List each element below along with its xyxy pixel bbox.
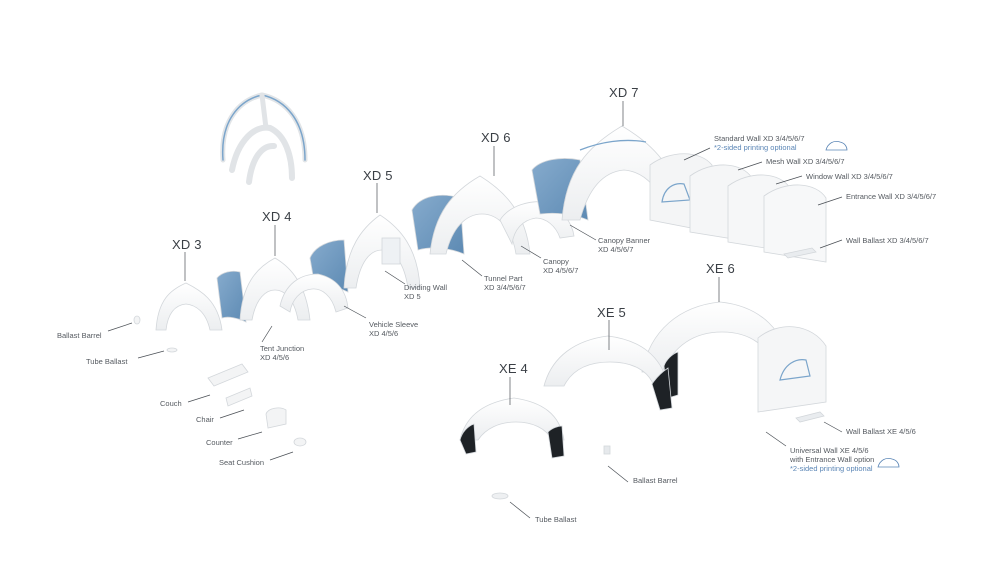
canopy-banner-models: XD 4/5/6/7 <box>598 245 634 254</box>
standard-wall-name: Standard Wall XD 3/4/5/6/7 <box>714 134 805 143</box>
label-dividing-wall: Dividing Wall XD 5 <box>404 283 447 301</box>
label-ballast-barrel-xe: Ballast Barrel <box>633 476 678 485</box>
printing-icon <box>825 141 900 468</box>
model-label-xd5: XD 5 <box>363 168 393 183</box>
label-ballast-barrel-left: Ballast Barrel <box>57 331 102 340</box>
furniture-group <box>133 315 307 447</box>
canopy-name: Canopy <box>543 257 569 266</box>
label-chair: Chair <box>196 415 214 424</box>
vehicle-sleeve-name: Vehicle Sleeve <box>369 320 419 329</box>
label-tube-ballast-left: Tube Ballast <box>86 357 128 366</box>
tunnel-part-name: Tunnel Part <box>484 274 523 283</box>
label-canopy: Canopy XD 4/5/6/7 <box>543 257 578 275</box>
label-vehicle-sleeve: Vehicle Sleeve XD 4/5/6 <box>369 320 418 338</box>
label-wall-ballast-xe: Wall Ballast XE 4/5/6 <box>846 427 916 436</box>
label-window-wall: Window Wall XD 3/4/5/6/7 <box>806 172 893 181</box>
dividing-wall-models: XD 5 <box>404 292 421 301</box>
leader-lines <box>107 101 843 519</box>
label-tent-junction: Tent Junction XD 4/5/6 <box>260 344 304 362</box>
label-wall-ballast-xd: Wall Ballast XD 3/4/5/6/7 <box>846 236 929 245</box>
vehicle-sleeve-models: XD 4/5/6 <box>369 329 399 338</box>
xd-tent-row <box>155 125 827 331</box>
frame-structure <box>220 92 308 185</box>
tunnel-part-models: XD 3/4/5/6/7 <box>484 283 526 292</box>
model-label-xd4: XD 4 <box>262 209 292 224</box>
universal-wall-note: *2-sided printing optional <box>790 464 873 473</box>
label-tube-ballast-xe: Tube Ballast <box>535 515 577 524</box>
model-label-xd7: XD 7 <box>609 85 639 100</box>
canopy-banner-name: Canopy Banner <box>598 236 651 245</box>
dividing-wall-name: Dividing Wall <box>404 283 448 292</box>
label-seat-cushion: Seat Cushion <box>219 458 265 467</box>
universal-wall-option: with Entrance Wall option <box>790 455 875 464</box>
tent-junction-name: Tent Junction <box>260 344 305 353</box>
model-label-xd3: XD 3 <box>172 237 202 252</box>
label-entrance-wall: Entrance Wall XD 3/4/5/6/7 <box>846 192 937 201</box>
model-label-xe5: XE 5 <box>597 305 626 320</box>
universal-wall-name: Universal Wall XE 4/5/6 <box>790 446 869 455</box>
label-couch: Couch <box>160 399 182 408</box>
label-mesh-wall: Mesh Wall XD 3/4/5/6/7 <box>766 157 845 166</box>
label-standard-wall: Standard Wall XD 3/4/5/6/7 *2-sided prin… <box>714 134 805 152</box>
standard-wall-note: *2-sided printing optional <box>714 143 797 152</box>
label-canopy-banner: Canopy Banner XD 4/5/6/7 <box>598 236 650 254</box>
xe-tent-group <box>459 301 827 500</box>
label-universal-wall: Universal Wall XE 4/5/6 with Entrance Wa… <box>790 446 874 473</box>
label-tunnel-part: Tunnel Part XD 3/4/5/6/7 <box>484 274 526 292</box>
model-label-xe4: XE 4 <box>499 361 528 376</box>
canopy-models: XD 4/5/6/7 <box>543 266 579 275</box>
model-label-xd6: XD 6 <box>481 130 511 145</box>
model-label-xe6: XE 6 <box>706 261 735 276</box>
tent-junction-models: XD 4/5/6 <box>260 353 290 362</box>
label-counter: Counter <box>206 438 233 447</box>
